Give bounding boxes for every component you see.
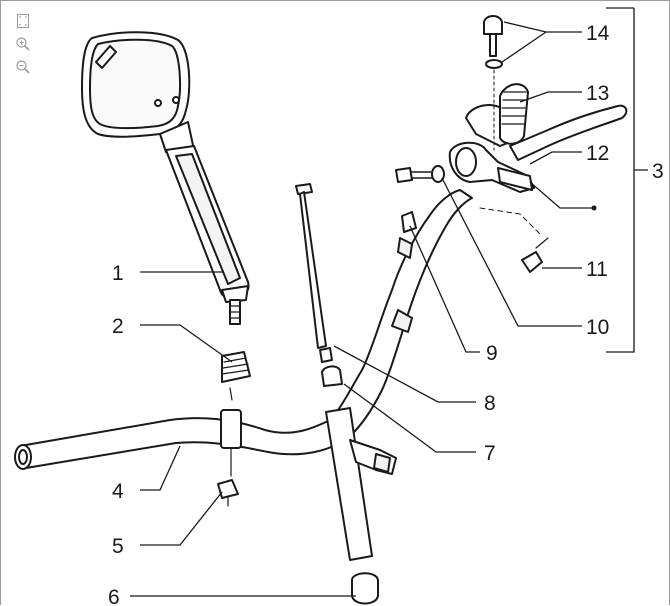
callout-12: 12: [586, 142, 609, 165]
steering-column: [295, 183, 397, 605]
callout-2: 2: [112, 315, 124, 338]
callout-labels: 1 2 3 4 5 6 7 8 9 10 11 12 13 14: [108, 22, 664, 606]
mirror-assembly: [81, 31, 250, 325]
leader-3-pointer: [529, 181, 594, 209]
callout-6: 6: [108, 586, 120, 606]
leader-2: [140, 324, 233, 363]
brake-lever-assembly: [448, 83, 628, 193]
leader-5: [140, 491, 223, 546]
leader-8: [333, 345, 476, 403]
callout-10: 10: [586, 316, 609, 339]
zoom-out-icon: [16, 60, 30, 74]
bracket-3: [606, 7, 648, 353]
leader-13: [519, 91, 582, 103]
callout-3: 3: [652, 160, 664, 183]
viewer-toolbar: [14, 12, 32, 76]
leader-9: [409, 225, 480, 353]
callout-4: 4: [112, 480, 124, 503]
leader-4: [140, 445, 181, 491]
callout-9: 9: [486, 342, 498, 365]
callout-8: 8: [484, 392, 496, 415]
leader-12: [529, 151, 582, 165]
callout-14: 14: [586, 22, 610, 45]
zoom-in-button[interactable]: [14, 35, 32, 53]
callout-1: 1: [112, 262, 124, 285]
leader-14: [501, 21, 582, 63]
callout-7: 7: [484, 442, 496, 465]
leader-lines: [130, 7, 648, 597]
fit-page-icon: [17, 14, 29, 28]
zoom-in-icon: [16, 37, 30, 51]
callout-11: 11: [586, 258, 608, 281]
leader-10: [441, 177, 582, 327]
fit-page-button[interactable]: [14, 12, 32, 30]
small-parts: [395, 15, 549, 273]
zoom-out-button[interactable]: [14, 58, 32, 76]
callout-5: 5: [112, 535, 124, 558]
leader-7: [343, 383, 476, 453]
callout-13: 13: [586, 82, 609, 105]
leader-3-dot: [591, 205, 597, 211]
